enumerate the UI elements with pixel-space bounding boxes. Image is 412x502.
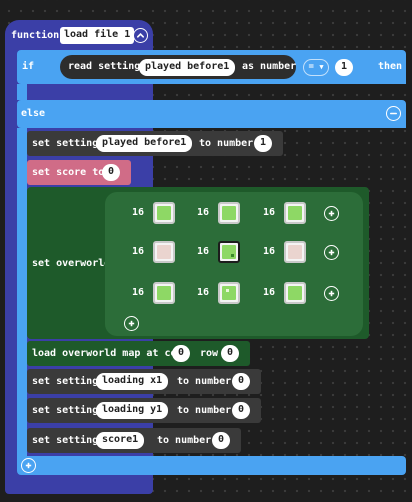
set-setting-2-mid: to number	[177, 376, 232, 387]
tile-grass[interactable]	[153, 282, 175, 304]
set-overworld-label: set overworld	[32, 258, 111, 269]
set-setting-4-value[interactable]: 0	[212, 432, 230, 449]
tile-size-label: 16	[196, 287, 209, 298]
tile-grass[interactable]	[153, 202, 175, 224]
add-column-plus-icon[interactable]	[324, 206, 339, 221]
tile-size-label: 16	[131, 207, 144, 218]
else-keyword: else	[21, 108, 46, 119]
tile-size-label: 16	[196, 246, 209, 257]
set-setting-3-prefix: set setting	[32, 405, 99, 416]
condition-value-field[interactable]: 1	[335, 59, 353, 76]
chevron-up-icon[interactable]	[133, 28, 148, 43]
set-setting-4-key[interactable]: score1	[96, 432, 145, 449]
load-map-col-field[interactable]: 0	[172, 345, 190, 362]
set-setting-1-prefix: set setting	[32, 138, 99, 149]
then-keyword: then	[378, 61, 403, 72]
add-column-plus-icon[interactable]	[324, 245, 339, 260]
if-spine-lower	[17, 128, 27, 456]
tile-size-label: 16	[131, 287, 144, 298]
operator-label: =	[308, 62, 314, 72]
tile-pink[interactable]	[284, 241, 306, 263]
tile-grass-spot[interactable]	[218, 282, 240, 304]
tile-size-label: 16	[262, 246, 275, 257]
tile-grass[interactable]	[284, 202, 306, 224]
condition-key-field[interactable]: played before1	[139, 59, 236, 76]
load-map-mid: row	[200, 348, 219, 359]
set-setting-3-value[interactable]: 0	[232, 402, 250, 419]
set-setting-1-mid: to number	[199, 138, 254, 149]
set-setting-3-key[interactable]: loading y1	[96, 402, 169, 419]
add-row-plus-icon[interactable]	[124, 316, 139, 331]
if-spine-upper	[17, 84, 27, 100]
load-map-row-field[interactable]: 0	[221, 345, 239, 362]
set-score-label: set score to	[32, 167, 105, 178]
set-setting-1-key[interactable]: played before1	[96, 135, 193, 152]
function-keyword: function	[11, 30, 60, 41]
function-name-field[interactable]: load file 1	[60, 27, 135, 44]
tile-grass[interactable]	[218, 202, 240, 224]
set-score-value[interactable]: 0	[102, 164, 120, 181]
tile-size-label: 16	[131, 246, 144, 257]
tile-size-label: 16	[262, 287, 275, 298]
tile-grass[interactable]	[284, 282, 306, 304]
load-map-block[interactable]	[27, 341, 250, 366]
set-setting-1-value[interactable]: 1	[254, 135, 272, 152]
if-block-bottom	[17, 456, 406, 475]
else-bar[interactable]	[17, 100, 406, 128]
condition-suffix: as number	[242, 61, 297, 72]
set-setting-2-key[interactable]: loading x1	[96, 373, 169, 390]
tile-size-label: 16	[262, 207, 275, 218]
set-setting-3-mid: to number	[177, 405, 232, 416]
minus-icon[interactable]	[386, 106, 401, 121]
operator-dropdown[interactable]: = ▼	[303, 59, 329, 76]
chevron-down-icon: ▼	[319, 63, 324, 71]
if-keyword: if	[22, 61, 35, 72]
set-setting-4-prefix: set setting	[32, 435, 99, 446]
tile-pink[interactable]	[153, 241, 175, 263]
load-map-prefix: load overworld map at col	[32, 348, 183, 359]
set-setting-4-mid: to number	[157, 435, 212, 446]
set-setting-2-prefix: set setting	[32, 376, 99, 387]
add-else-if-plus-icon[interactable]	[21, 458, 36, 473]
tile-grass-dot[interactable]	[218, 241, 240, 263]
condition-prefix: read setting	[68, 61, 141, 72]
tile-size-label: 16	[196, 207, 209, 218]
set-setting-2-value[interactable]: 0	[232, 373, 250, 390]
add-column-plus-icon[interactable]	[324, 286, 339, 301]
